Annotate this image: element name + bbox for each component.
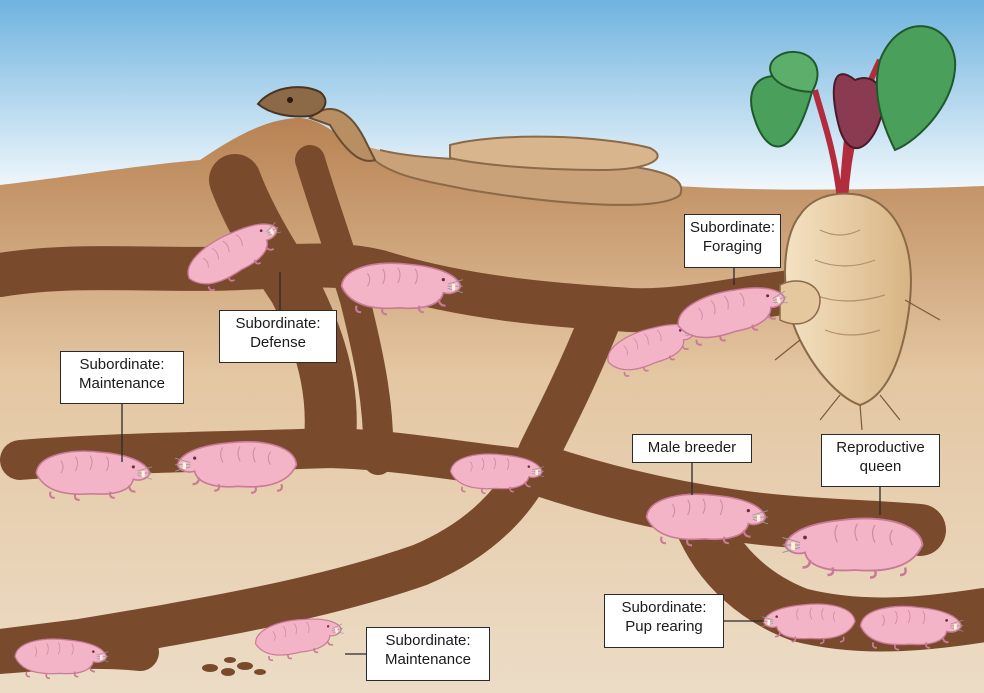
label-male-breeder: Male breeder bbox=[632, 434, 752, 463]
label-subordinate-maintenance-lower: Subordinate: Maintenance bbox=[366, 627, 490, 681]
label-foraging-line2: Foraging bbox=[690, 237, 775, 256]
label-maintenance-2-line2: Maintenance bbox=[372, 650, 484, 669]
label-defense-line2: Defense bbox=[225, 333, 331, 352]
label-subordinate-pup-rearing: Subordinate: Pup rearing bbox=[604, 594, 724, 648]
label-subordinate-maintenance-upper: Subordinate: Maintenance bbox=[60, 351, 184, 404]
label-male-breeder-line1: Male breeder bbox=[638, 438, 746, 457]
label-maintenance-1-line2: Maintenance bbox=[66, 374, 178, 393]
label-defense-line1: Subordinate: bbox=[225, 314, 331, 333]
label-queen-line2: queen bbox=[827, 457, 934, 476]
label-reproductive-queen: Reproductive queen bbox=[821, 434, 940, 487]
label-maintenance-1-line1: Subordinate: bbox=[66, 355, 178, 374]
label-subordinate-foraging: Subordinate: Foraging bbox=[684, 214, 781, 268]
label-subordinate-defense: Subordinate: Defense bbox=[219, 310, 337, 363]
label-pup-rearing-line2: Pup rearing bbox=[610, 617, 718, 636]
label-queen-line1: Reproductive bbox=[827, 438, 934, 457]
label-pup-rearing-line1: Subordinate: bbox=[610, 598, 718, 617]
label-foraging-line1: Subordinate: bbox=[690, 218, 775, 237]
label-maintenance-2-line1: Subordinate: bbox=[372, 631, 484, 650]
